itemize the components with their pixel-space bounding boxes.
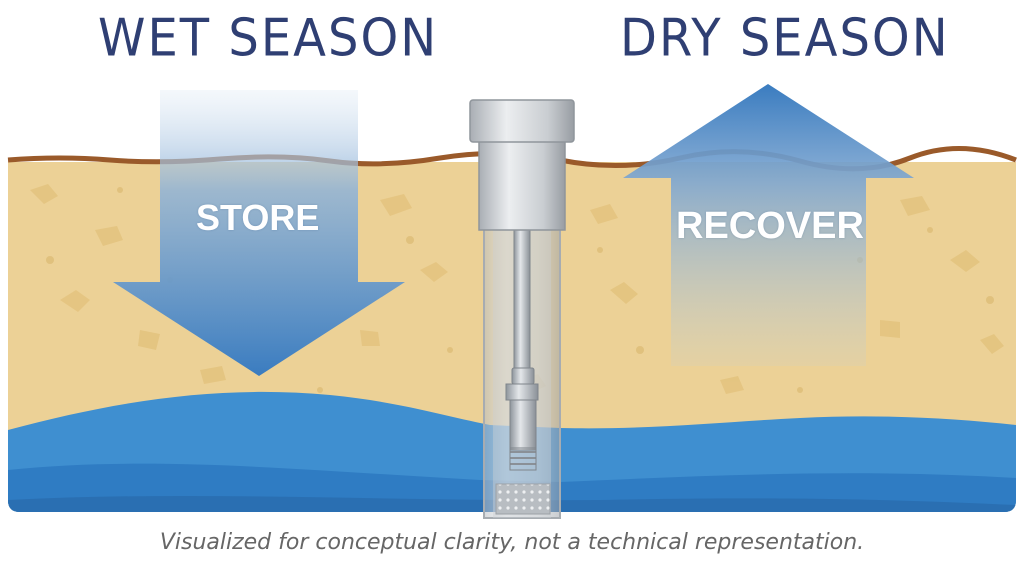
- well: [469, 99, 575, 519]
- recover-label: RECOVER: [676, 205, 864, 247]
- dry-season-title: DRY SEASON: [620, 7, 950, 69]
- well-screen: [495, 483, 551, 515]
- store-label: STORE: [196, 197, 320, 238]
- recover-arrow: [623, 84, 914, 366]
- store-arrow: [113, 90, 405, 376]
- wet-season-title: WET SEASON: [98, 7, 439, 69]
- diagram-caption: Visualized for conceptual clarity, not a…: [159, 530, 865, 555]
- well-cap: [469, 99, 575, 143]
